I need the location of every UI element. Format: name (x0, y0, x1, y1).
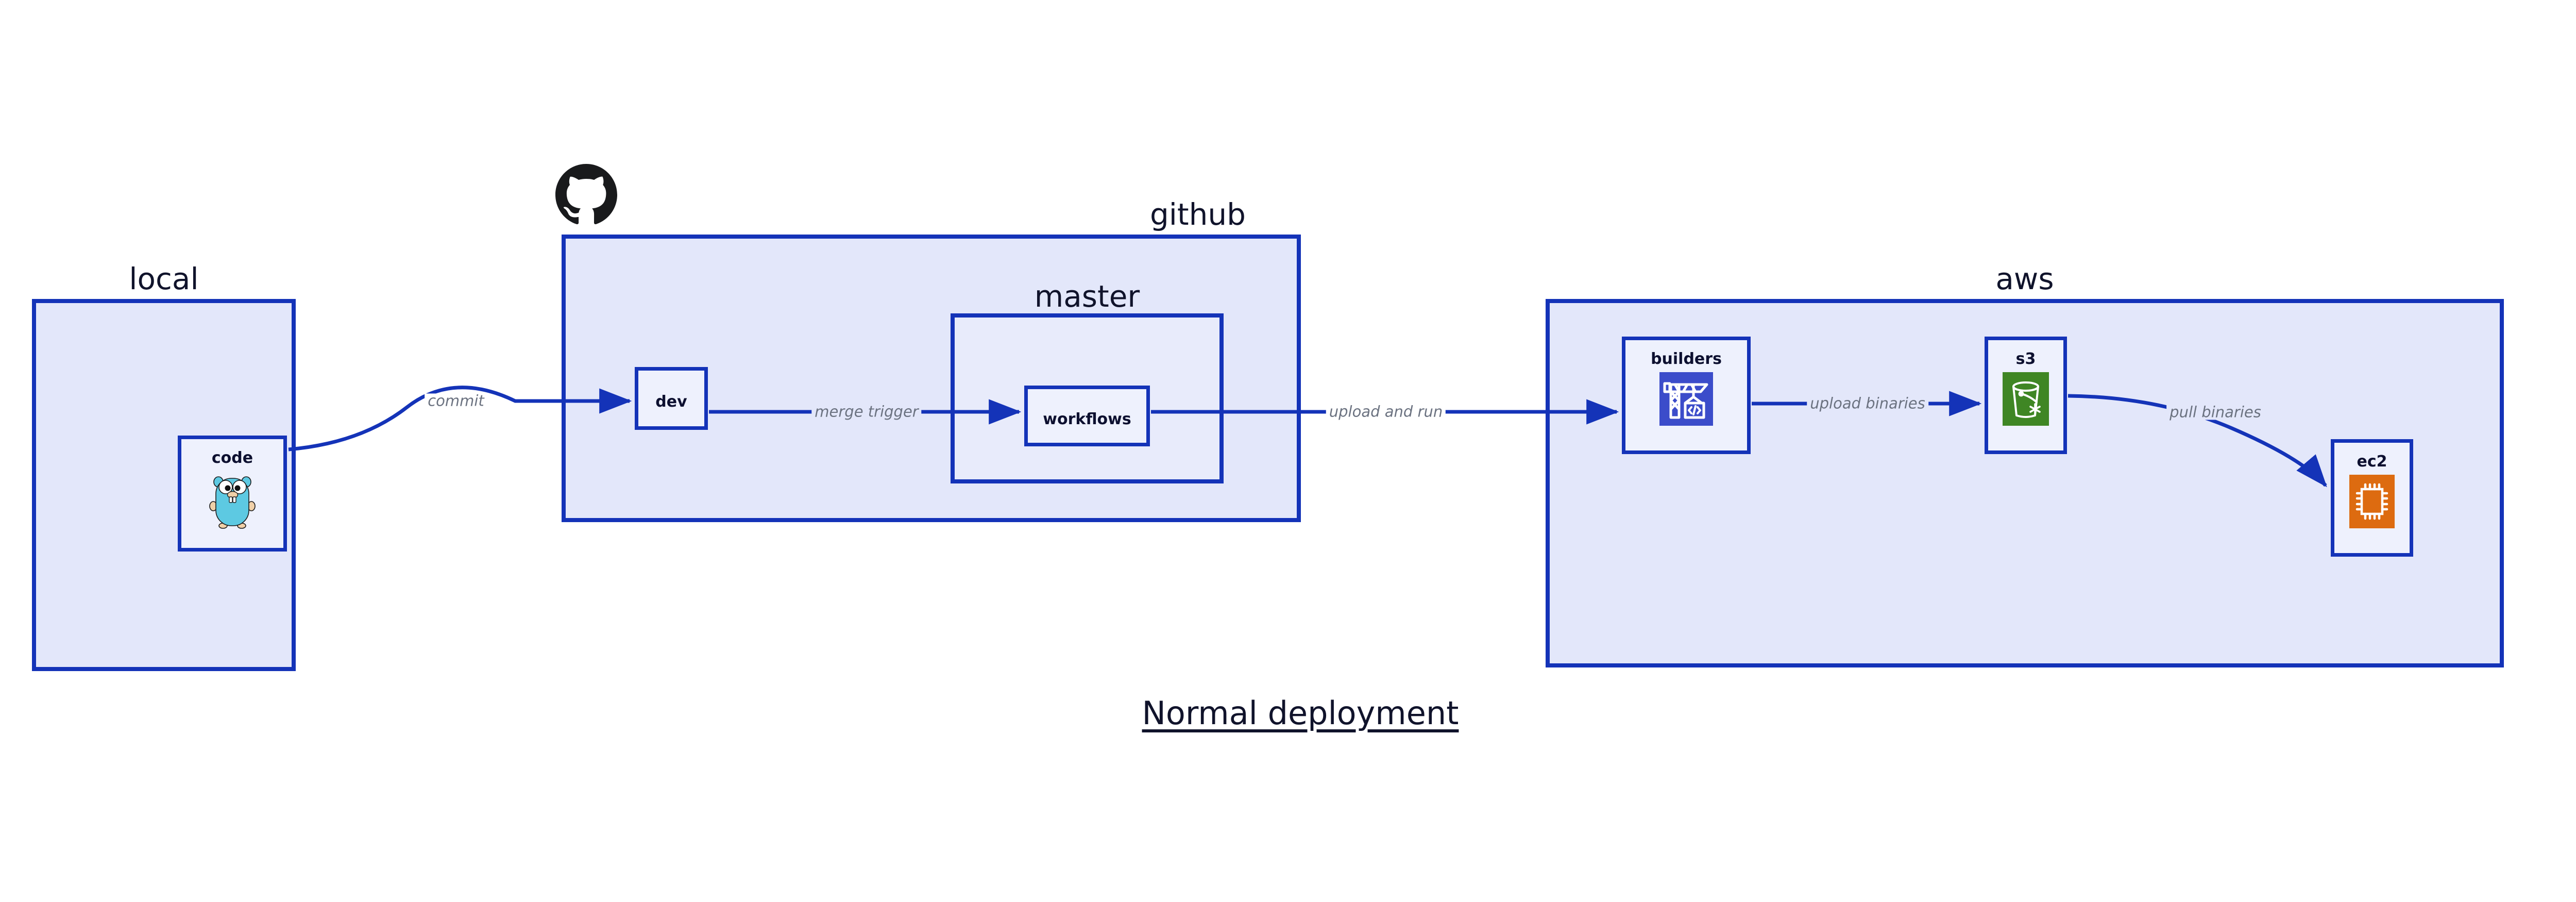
group-label-master: master (1034, 279, 1140, 314)
edge-label-pull-binaries: pull binaries (2166, 405, 2264, 420)
edge-label-merge-trigger: merge trigger (811, 404, 922, 420)
diagram-title: Normal deployment (1142, 694, 1459, 732)
node-code[interactable]: code (178, 436, 287, 552)
edge-label-upload-and-run: upload and run (1326, 404, 1446, 420)
node-builders[interactable]: builders (1622, 337, 1751, 454)
node-s3[interactable]: s3 (1985, 337, 2067, 454)
group-label-github: github (1149, 197, 1246, 232)
github-octocat-icon (555, 164, 617, 228)
group-label-aws: aws (1995, 261, 2054, 296)
node-label-ec2: ec2 (2357, 453, 2387, 471)
aws-s3-icon (2003, 372, 2049, 428)
node-ec2[interactable]: ec2 (2331, 439, 2413, 557)
node-label-workflows: workflows (1043, 410, 1131, 428)
go-gopher-icon (209, 471, 256, 531)
edge-label-upload-binaries: upload binaries (1807, 396, 1928, 411)
aws-builders-icon (1659, 372, 1713, 428)
node-label-code: code (211, 449, 253, 467)
node-dev[interactable]: dev (635, 367, 708, 430)
node-label-s3: s3 (2015, 350, 2036, 368)
node-workflows[interactable]: workflows (1024, 386, 1150, 446)
edge-label-commit: commit (425, 393, 487, 409)
aws-ec2-icon (2349, 475, 2395, 530)
group-label-local: local (129, 261, 199, 296)
node-label-dev: dev (655, 393, 687, 411)
node-label-builders: builders (1651, 350, 1722, 368)
